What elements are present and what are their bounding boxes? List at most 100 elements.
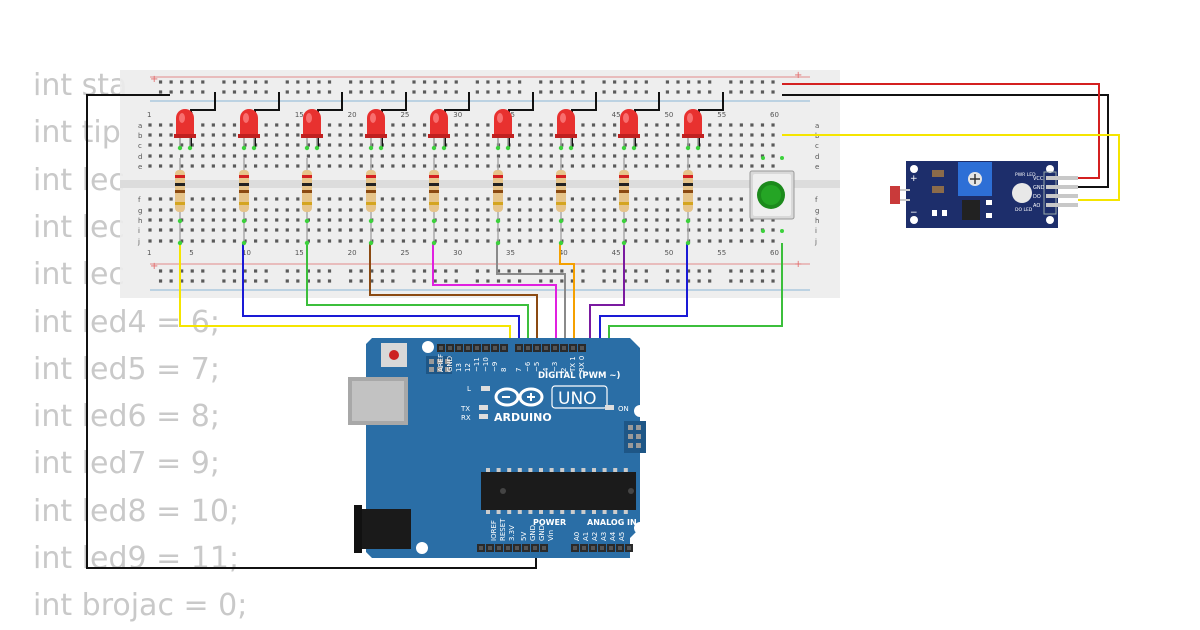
row-letter: a: [138, 122, 142, 130]
column-number: 25: [400, 249, 409, 257]
wire-red-sensor-vcc: [782, 83, 1100, 179]
digital-pwm-label: DIGITAL (PWM ~): [538, 371, 620, 381]
wire-yellow-sensor-do: [782, 134, 1120, 201]
analog-in-label: ANALOG IN: [587, 518, 637, 527]
pin-label: ~5: [533, 362, 541, 372]
led-7: [555, 92, 597, 151]
wire-magenta-led5: [432, 243, 557, 345]
sensor-plus-label: +: [910, 174, 918, 184]
l-led-label: L: [467, 385, 471, 393]
code-line: int sta: [33, 68, 128, 103]
pin-label: ~11: [473, 357, 481, 372]
column-number: 30: [453, 249, 462, 257]
pin-label: 4: [542, 367, 550, 372]
resistor-6: [493, 158, 503, 246]
row-letter: g: [138, 207, 142, 215]
column-number: 30: [453, 111, 462, 119]
led-2: [238, 92, 280, 151]
column-number: 15: [295, 111, 304, 119]
code-line: int lec: [33, 162, 125, 198]
column-number: 45: [612, 111, 621, 119]
wire-black-sensor-gnd: [782, 94, 1109, 188]
sensor-minus-label: −: [910, 208, 918, 218]
column-number: 5: [189, 249, 193, 257]
rail-plus-top-right: +: [794, 70, 802, 81]
atmega-chip: [481, 472, 636, 510]
row-letter: j: [137, 238, 140, 246]
code-line: int led5 = 7;: [33, 351, 220, 387]
pin-label: 3.3V: [508, 525, 516, 541]
pin-label: ~10: [482, 357, 490, 372]
column-number: 25: [400, 111, 409, 119]
arduino-logo: [494, 387, 544, 407]
wire-blue-led2: [242, 243, 520, 345]
column-number: 55: [717, 249, 726, 257]
power-label: POWER: [533, 518, 566, 527]
sensor-pin-label: GND: [1033, 185, 1045, 191]
pin-label: ~6: [524, 361, 532, 372]
wire-orange-led7: [559, 243, 575, 345]
column-number: 55: [717, 111, 726, 119]
resistor-3: [302, 158, 312, 246]
resistor-1: [175, 158, 185, 246]
row-letter: f: [815, 196, 818, 204]
pwr-led-label: PWR LED: [1015, 172, 1036, 178]
wire-purple-led8: [589, 243, 625, 345]
row-letter: j: [814, 238, 817, 246]
column-number: 60: [770, 249, 779, 257]
power-jack: [356, 509, 411, 549]
led-6: [492, 92, 534, 151]
led-1: [174, 92, 216, 151]
pin-label: A0: [573, 532, 581, 541]
rx-led-label: RX: [461, 414, 471, 422]
code-line: int led4 = 6;: [33, 304, 220, 340]
do-led-label: DO LED: [1015, 207, 1033, 213]
pin-label: RX 0: [578, 356, 586, 372]
pin-label: TX 1: [569, 356, 577, 373]
arduino-brand: ARDUINO: [494, 411, 552, 424]
on-led-label: ON: [618, 405, 629, 413]
column-number: 20: [348, 249, 357, 257]
row-letter: f: [138, 196, 141, 204]
column-number: 45: [612, 249, 621, 257]
tx-led-label: TX: [460, 405, 470, 413]
breadboard-holes: [148, 80, 775, 283]
resistor-8: [619, 158, 629, 246]
rail-plus-bottom-right: +: [794, 259, 802, 270]
resistor-2: [239, 158, 249, 246]
column-number: 50: [664, 249, 673, 257]
rail-plus-top: +: [150, 74, 158, 85]
pin-label: GND: [529, 525, 537, 541]
column-number: 20: [348, 111, 357, 119]
code-line: int brojac = 0;: [33, 588, 248, 624]
resistor-4: [366, 158, 376, 246]
row-letter: a: [815, 122, 819, 130]
pin-label: ~3: [551, 362, 559, 372]
pin-label: A2: [591, 532, 599, 541]
led-8: [618, 92, 660, 151]
led-4: [365, 92, 407, 151]
code-line: int lec: [33, 257, 125, 293]
column-number: 1: [147, 249, 151, 257]
resistor-5: [429, 158, 439, 246]
code-line: int led7 = 9;: [33, 446, 220, 482]
sensor-pin-label: VCC: [1033, 176, 1044, 182]
pin-label: GND: [538, 525, 546, 541]
pin-label: 12: [464, 363, 472, 372]
pin-label: A4: [609, 531, 617, 541]
column-number: 60: [770, 111, 779, 119]
arduino-model: UNO: [558, 389, 597, 409]
pin-label: ~9: [491, 362, 499, 372]
pin-label: Vin: [547, 530, 555, 541]
resistor-9: [683, 158, 693, 246]
wire-brown-led4: [369, 243, 538, 345]
photoresistor: [890, 186, 900, 204]
wire-blue-led9: [599, 243, 688, 345]
row-letter: e: [138, 163, 142, 171]
row-letter: c: [138, 142, 142, 150]
resistor-7: [556, 158, 566, 246]
led-9: [682, 92, 724, 151]
